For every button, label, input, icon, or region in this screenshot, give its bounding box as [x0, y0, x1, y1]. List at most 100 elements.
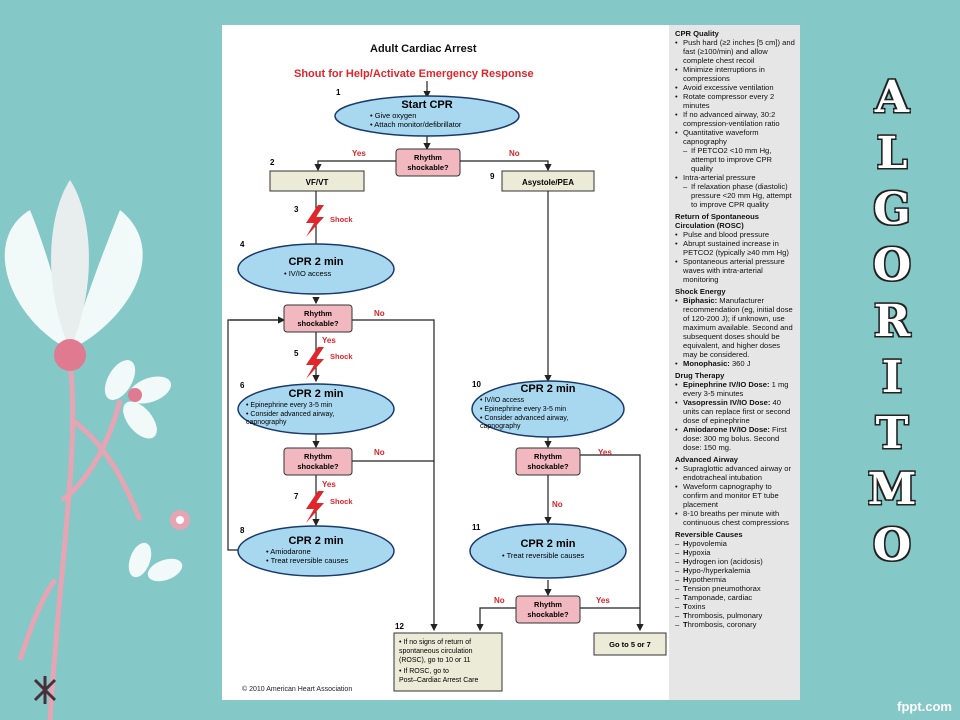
- svg-text:10: 10: [472, 380, 481, 389]
- list-item: Tamponade, cardiac: [675, 593, 796, 602]
- list-item: Monophasic: 360 J: [675, 359, 796, 368]
- advanced-airway-title: Advanced Airway: [675, 455, 739, 464]
- list-item: Hypovolemia: [675, 539, 796, 548]
- list-item: Thrombosis, pulmonary: [675, 611, 796, 620]
- svg-text:CPR 2 min: CPR 2 min: [288, 535, 343, 547]
- svg-text:7: 7: [294, 492, 299, 501]
- svg-text:shockable?: shockable?: [527, 610, 569, 619]
- label-yes-1: Yes: [352, 149, 366, 158]
- list-item: Biphasic: Manufacturer recommendation (e…: [675, 296, 796, 359]
- list-item: Hypo-/hyperkalemia: [675, 566, 796, 575]
- label-no-3: No: [374, 448, 385, 457]
- cpr-quality-title: CPR Quality: [675, 29, 719, 38]
- svg-text:Go to 5 or 7: Go to 5 or 7: [609, 640, 651, 649]
- lightning-icon: [306, 491, 324, 523]
- node-cpr-4: 4 CPR 2 min • IV/IO access: [237, 240, 395, 295]
- list-item: Pulse and blood pressure: [675, 230, 796, 239]
- node-12: 12 • If no signs of return of spontaneou…: [393, 622, 503, 692]
- lightning-icon: [306, 347, 324, 379]
- svg-text:capnography: capnography: [246, 419, 287, 426]
- svg-text:9: 9: [490, 172, 495, 181]
- shock-7: 7 Shock: [294, 491, 353, 523]
- node-cpr-11: 11 CPR 2 min • Treat reversible causes: [469, 523, 627, 579]
- svg-text:VF/VT: VF/VT: [306, 178, 329, 187]
- letter: T: [875, 408, 909, 459]
- list-item: Thrombosis, coronary: [675, 620, 796, 629]
- list-item: Supraglottic advanced airway or endotrac…: [675, 464, 796, 482]
- svg-text:shockable?: shockable?: [407, 163, 449, 172]
- list-item: If no advanced airway, 30:2 compression-…: [675, 110, 796, 128]
- svg-text:shockable?: shockable?: [297, 462, 339, 471]
- svg-text:• Epinephrine every 3-5 min: • Epinephrine every 3-5 min: [480, 406, 566, 413]
- list-item: Minimize interruptions in compressions: [675, 65, 796, 83]
- letter: G: [873, 184, 911, 235]
- label-no-5: No: [494, 596, 505, 605]
- decision-rhythm-5: Rhythm shockable?: [515, 595, 581, 624]
- shock-energy-list: Biphasic: Manufacturer recommendation (e…: [675, 296, 796, 368]
- svg-text:• Treat reversible causes: • Treat reversible causes: [266, 556, 348, 565]
- svg-text:Shock: Shock: [330, 215, 353, 224]
- svg-text:(ROSC), go to 10 or 11: (ROSC), go to 10 or 11: [399, 657, 471, 664]
- drug-therapy-title: Drug Therapy: [675, 371, 725, 380]
- letter: O: [872, 240, 912, 291]
- decision-rhythm-2: Rhythm shockable?: [283, 304, 353, 333]
- svg-text:• Attach monitor/defibrillator: • Attach monitor/defibrillator: [370, 120, 462, 129]
- list-item: Hypoxia: [675, 548, 796, 557]
- svg-text:Shock: Shock: [330, 352, 353, 361]
- list-item: Rotate compressor every 2 minutes: [675, 92, 796, 110]
- list-item: Hydrogen ion (acidosis): [675, 557, 796, 566]
- floral-decoration: [4, 180, 190, 720]
- list-item: Amiodarone IV/IO Dose: First dose: 300 m…: [675, 425, 796, 452]
- label-no-4: No: [552, 500, 563, 509]
- svg-text:Rhythm: Rhythm: [534, 452, 562, 461]
- list-item: Tension pneumothorax: [675, 584, 796, 593]
- brand-watermark: fppt.com: [897, 699, 952, 714]
- node-cpr-10: 10 CPR 2 min • IV/IO access • Epinephrin…: [471, 380, 625, 438]
- svg-text:Asystole/PEA: Asystole/PEA: [522, 178, 574, 187]
- svg-text:• If no signs of return of: • If no signs of return of: [399, 639, 471, 646]
- svg-text:capnography: capnography: [480, 423, 521, 430]
- drug-therapy-list: Epinephrine IV/IO Dose: 1 mg every 3-5 m…: [675, 380, 796, 452]
- decision-rhythm-1: Rhythm shockable?: [395, 148, 461, 177]
- svg-text:8: 8: [240, 526, 245, 535]
- svg-text:12: 12: [395, 622, 404, 631]
- advanced-airway-list: Supraglottic advanced airway or endotrac…: [675, 464, 796, 527]
- svg-text:• Consider advanced airway,: • Consider advanced airway,: [246, 411, 334, 418]
- decision-rhythm-3: Rhythm shockable?: [283, 447, 353, 476]
- letter: O: [872, 520, 912, 571]
- flowchart: Adult Cardiac Arrest Shout for Help/Acti…: [227, 43, 667, 693]
- svg-text:• Epinephrine every 3-5 min: • Epinephrine every 3-5 min: [246, 402, 332, 409]
- list-item: Push hard (≥2 inches [5 cm]) and fast (≥…: [675, 38, 796, 65]
- rosc-list: Pulse and blood pressure Abrupt sustaine…: [675, 230, 796, 284]
- svg-text:2: 2: [270, 158, 275, 167]
- svg-text:Start CPR: Start CPR: [401, 99, 452, 111]
- shock-3: 3 Shock: [294, 205, 353, 237]
- copyright: © 2010 American Heart Association: [242, 685, 352, 693]
- svg-text:Rhythm: Rhythm: [534, 600, 562, 609]
- svg-text:Post–Cardiac Arrest Care: Post–Cardiac Arrest Care: [399, 677, 478, 684]
- label-yes-3: Yes: [322, 480, 336, 489]
- reversible-causes-title: Reversible Causes: [675, 530, 743, 539]
- svg-text:11: 11: [472, 523, 481, 532]
- list-item: Waveform capnography to confirm and moni…: [675, 482, 796, 509]
- list-item: Spontaneous arterial pressure waves with…: [675, 257, 796, 284]
- diagram-title: Adult Cardiac Arrest: [370, 43, 477, 55]
- node-cpr-8: 8 CPR 2 min • Amiodarone • Treat reversi…: [237, 525, 395, 577]
- list-item: Epinephrine IV/IO Dose: 1 mg every 3-5 m…: [675, 380, 796, 398]
- algorithm-panel: Adult Cardiac Arrest Shout for Help/Acti…: [222, 25, 800, 700]
- node-cpr-6: 6 CPR 2 min • Epinephrine every 3-5 min …: [237, 381, 395, 435]
- svg-text:shockable?: shockable?: [297, 319, 339, 328]
- svg-text:CPR 2 min: CPR 2 min: [288, 388, 343, 400]
- svg-text:4: 4: [240, 240, 245, 249]
- list-item: If PETCO2 <10 mm Hg, attempt to improve …: [675, 146, 796, 173]
- label-yes-5: Yes: [596, 596, 610, 605]
- diagram-subtitle: Shout for Help/Activate Emergency Respon…: [294, 68, 534, 80]
- list-item: Quantitative waveform capnography: [675, 128, 796, 146]
- list-item: If relaxation phase (diastolic) pressure…: [675, 182, 796, 209]
- svg-text:5: 5: [294, 349, 299, 358]
- letter: M: [867, 464, 917, 515]
- vertical-word-algoritmo: A L G O R I T M O: [866, 70, 918, 574]
- sidebar-reference: CPR Quality Push hard (≥2 inches [5 cm])…: [669, 25, 800, 700]
- node-vf-vt: 2 VF/VT: [269, 158, 365, 192]
- node-goto-5-or-7: Go to 5 or 7: [593, 632, 667, 656]
